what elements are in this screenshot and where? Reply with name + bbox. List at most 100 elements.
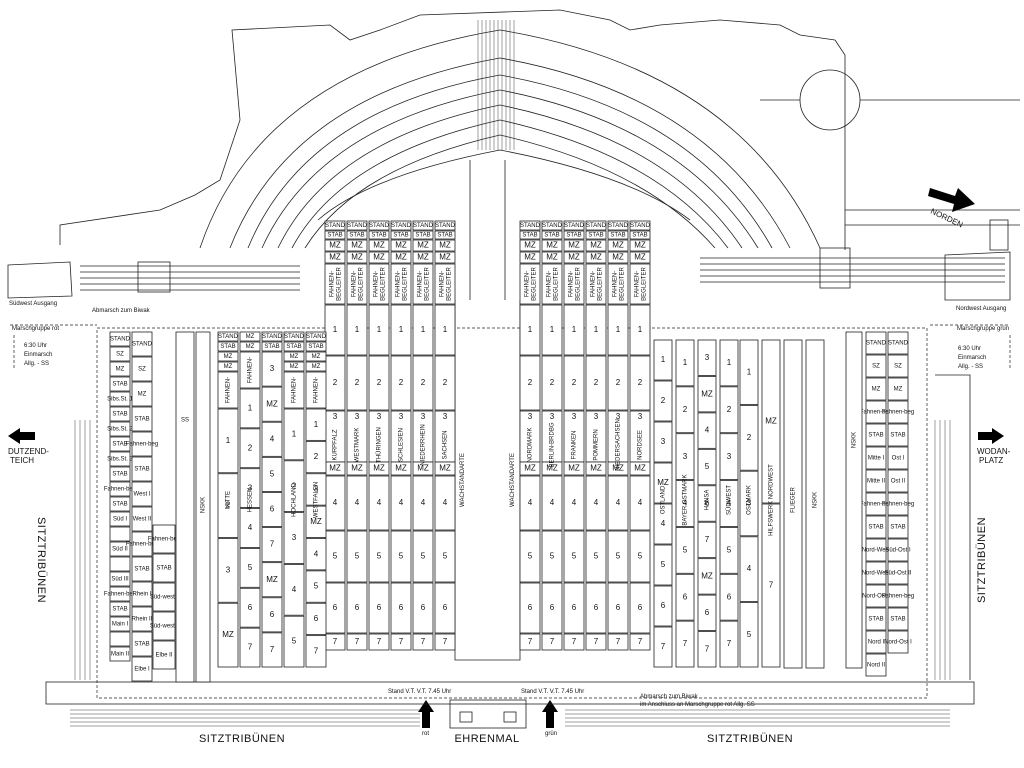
- left-center-row: [368, 304, 390, 356]
- left-center-row-label: 3: [443, 412, 448, 421]
- right-center-row-label: 5: [616, 552, 621, 561]
- right-block-col1-cell: [865, 331, 887, 355]
- left-mid-row: [239, 548, 261, 588]
- left-center-row-label: 2: [421, 378, 426, 387]
- right-block-col2-cell: [887, 354, 909, 378]
- left-center-row-label: MZ: [439, 464, 451, 473]
- left-mid-row: [305, 408, 327, 441]
- left-center-stab-text: STAB: [327, 233, 342, 239]
- left-mid-row: [305, 505, 327, 538]
- right-center-column-name: BERLIN-BRDBG: [550, 422, 556, 467]
- right-center-row: [607, 582, 629, 634]
- right-mid-row: [675, 433, 695, 480]
- left-mid-top-text: STAND: [262, 334, 283, 340]
- right-block-col2-cell-text: Fahnen-beg: [882, 594, 914, 600]
- right-mid-row: [675, 386, 695, 434]
- left-center-row: [434, 633, 456, 651]
- left-mid-row-text: 2: [314, 452, 319, 461]
- left-center-row-label: MZ: [417, 464, 429, 473]
- right-center-row: [629, 355, 651, 411]
- right-center-fahnen: [541, 263, 563, 305]
- left-mid-row-text: 1: [248, 404, 253, 413]
- right-center-row-label: 2: [550, 378, 555, 387]
- right-block-col1-cell: [865, 515, 887, 539]
- left-center-stand-text: STAND: [347, 223, 368, 229]
- left-block-col2-cell: [131, 406, 153, 432]
- right-center-row-label: 2: [638, 378, 643, 387]
- left-block-col3-cell: [152, 524, 176, 554]
- right-mid-row-text: 2: [747, 433, 752, 442]
- right-center-row-label: 3: [616, 412, 621, 421]
- right-center-fahnen-text: FAHNEN-: [635, 271, 641, 297]
- left-block-col2-cell-text: Rhein II: [132, 617, 153, 623]
- left-mid-top: [217, 361, 239, 372]
- right-mid-row-text: 2: [683, 405, 688, 414]
- left-mid-row: [283, 615, 305, 668]
- right-center-fahnen-text: FAHNEN-: [591, 271, 597, 297]
- right-center-stab-text: STAB: [544, 233, 559, 239]
- right-mid-row-text: MZ: [765, 417, 777, 426]
- left-block-col1-cell-text: Süd I: [113, 517, 127, 523]
- right-mid-row: [719, 620, 739, 668]
- left-center-mz: [390, 239, 412, 252]
- right-center-row: [541, 582, 563, 634]
- left-mid-row-text: 1: [226, 436, 231, 445]
- right-mid-name: HILFSWERK NORDWEST: [769, 464, 775, 536]
- right-mid-row: [697, 412, 717, 449]
- stand-label-left: Stand V.T. V.T. 7.45 Uhr: [388, 689, 451, 695]
- left-center-mz: [346, 251, 368, 264]
- right-block-col1-cell: [865, 354, 887, 378]
- right-center-fahnen-text: BEGLEITER: [642, 267, 648, 301]
- left-center-row-label: 2: [333, 378, 338, 387]
- right-center-row-label: 3: [594, 412, 599, 421]
- right-block-col1-cell-text: Fahnen-beg: [860, 410, 892, 416]
- left-block-col2-cell-text: STAB: [134, 417, 149, 423]
- right-center-row: [629, 304, 651, 356]
- left-mid-top: [305, 331, 327, 342]
- gruen-label: grün: [545, 731, 557, 737]
- left-center-stand: [390, 220, 412, 231]
- right-block-col2-cell: [887, 377, 909, 401]
- up-arrow-gruen: [542, 700, 558, 728]
- north-arrow: NORDEN: [928, 188, 975, 230]
- left-block-col2-cell-text: STAND: [132, 342, 153, 348]
- left-mid-row: [239, 508, 261, 548]
- left-block-col1-cell-text: Fahnen-beg: [104, 487, 136, 493]
- left-mid-row-text: 7: [270, 540, 275, 549]
- right-mid-row: [697, 485, 717, 522]
- left-mid-row-text: 3: [292, 533, 297, 542]
- right-mid-name: OSTMARK: [747, 485, 753, 515]
- left-center-row-label: 1: [355, 325, 360, 334]
- left-mid-row: [261, 632, 283, 668]
- left-mid-top-text: MZ: [246, 344, 255, 350]
- left-center-row-label: 1: [443, 325, 448, 334]
- left-block-col1-cell: [109, 436, 131, 452]
- left-mid-top-text: MZ: [290, 364, 299, 370]
- left-center-row: [390, 530, 412, 583]
- left-mid-top-text: MZ: [312, 354, 321, 360]
- right-mid-row: [653, 462, 673, 504]
- right-mid-row-text: 3: [705, 353, 710, 362]
- right-center-mz-text: MZ: [568, 241, 580, 250]
- right-block-col2-cell-text: Süd-Ost II: [884, 571, 911, 577]
- left-center-row-label: MZ: [329, 464, 341, 473]
- right-center-row-label: 5: [550, 552, 555, 561]
- left-mid-row: [261, 597, 283, 633]
- left-block-col2-cell-text: STAB: [134, 642, 149, 648]
- right-block-col2-cell-text: MZ: [894, 387, 903, 393]
- right-block-col1-cell-text: Nord I: [868, 640, 885, 646]
- left-center-row-label: 3: [355, 412, 360, 421]
- right-center-mz: [585, 251, 607, 264]
- right-block-col2-cell: [887, 446, 909, 470]
- right-center-row-label: MZ: [568, 464, 580, 473]
- right-mid-row-text: 4: [705, 426, 710, 435]
- right-block-col2-cell-text: Fahnen-beg: [882, 410, 914, 416]
- left-center-fahnen-text: FAHNEN-: [418, 271, 424, 297]
- right-center-stab: [629, 230, 651, 240]
- left-mid-top: [283, 351, 305, 362]
- right-mid-row-text: 6: [705, 608, 710, 617]
- right-center-row: [607, 461, 629, 476]
- left-block-col2-cell: [131, 506, 153, 532]
- left-center-mz: [412, 251, 434, 264]
- left-mid-row: [261, 351, 283, 387]
